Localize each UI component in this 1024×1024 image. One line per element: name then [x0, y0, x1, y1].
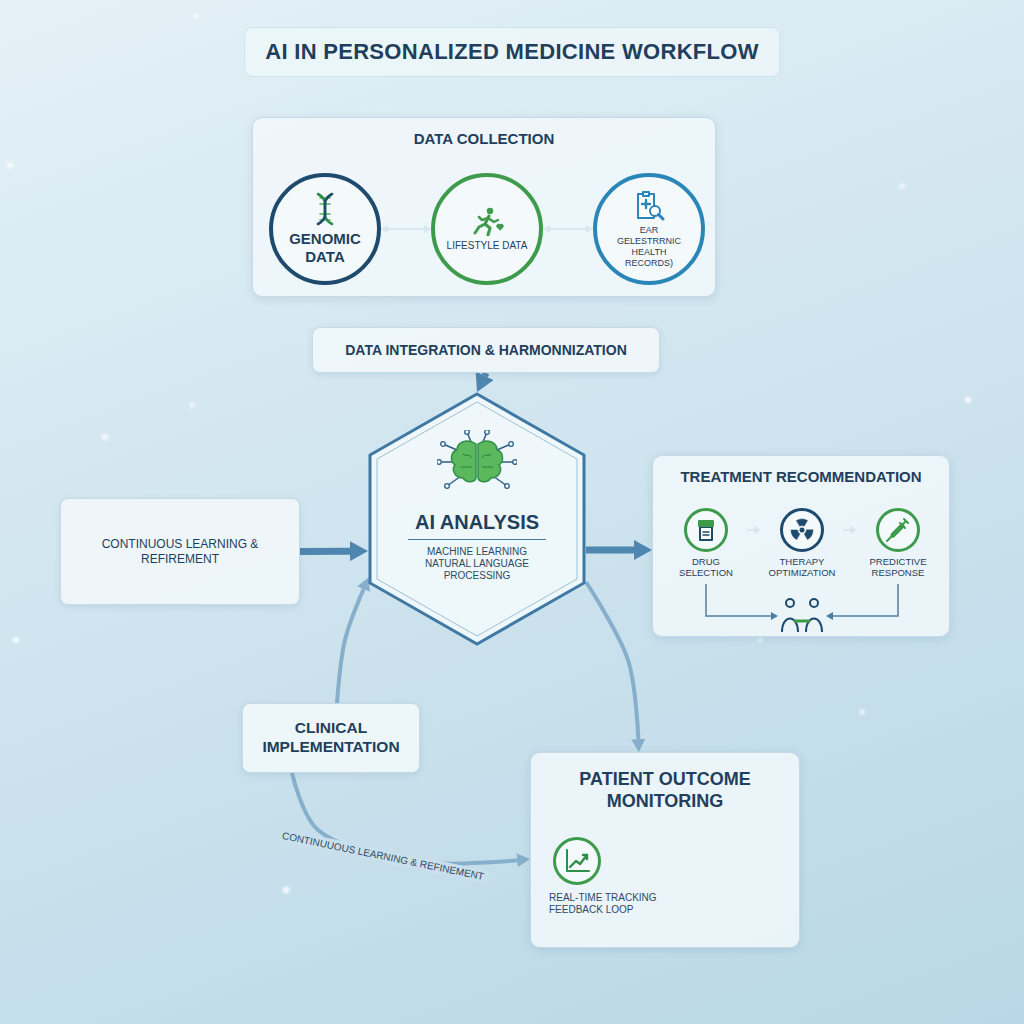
sparkle	[190, 403, 195, 408]
icon-circle	[553, 837, 601, 885]
sparkle	[194, 14, 199, 19]
node-heading: DATA COLLECTION	[253, 130, 715, 148]
flow-arrow	[586, 582, 638, 739]
sparkle	[102, 434, 108, 440]
process-box: DATA INTEGRATION & HARMONNIZATION	[312, 327, 660, 373]
icon-dot	[487, 208, 493, 214]
node-heading: EAR GELESTRRNIC HEALTH RECORDS)	[609, 225, 689, 268]
circuit-node	[509, 442, 514, 447]
edge-label: CONTINUUOUS LEARNING & REFINEMENT	[277, 828, 489, 884]
treatment-step: PREDICTIVE RESPONSE	[857, 508, 939, 579]
icon-stroke	[642, 200, 650, 208]
icon-stroke	[703, 532, 709, 535]
node-heading: DATA INTEGRATION & HARMONNIZATION	[345, 342, 627, 359]
icon-stroke	[900, 519, 908, 528]
hexagon-shape	[370, 394, 584, 644]
data-source-circle: LIFESTYLE DATA	[431, 173, 543, 285]
node-heading: PATIENT OUTCOME MONITORING	[549, 769, 781, 812]
group-panel: TREATMENT RECOMMENDATION DRUG SELECTION TH…	[652, 455, 950, 637]
icon-stroke	[570, 855, 587, 867]
brain-lobe	[451, 441, 476, 482]
ehr-icon	[633, 189, 665, 221]
dna-icon	[310, 192, 340, 226]
circuit-node	[445, 484, 450, 489]
rad-icon	[789, 517, 815, 543]
node-heading: CONTINUOUS LEARNING & REFIREMENT	[73, 537, 287, 566]
icon-stroke	[488, 218, 498, 222]
icon-circle	[684, 508, 728, 552]
process-box: CONTINUOUS LEARNING & REFIREMENT	[60, 498, 300, 605]
brain-fold	[461, 454, 493, 468]
icon-stroke	[699, 521, 713, 526]
circuit-node	[505, 484, 510, 489]
icon-stroke	[887, 534, 894, 541]
analysis-hexagon: AI ANALYSIS MACHINE LEARNING NATURAL LANG…	[368, 392, 586, 646]
icon-stroke	[700, 527, 712, 540]
icon-stroke	[659, 215, 664, 220]
circuit-node	[513, 460, 517, 465]
circuit-node	[485, 430, 490, 434]
brain-lobe	[478, 441, 503, 482]
icon-stroke	[497, 224, 504, 230]
sparkle	[900, 184, 905, 189]
node-heading: PREDICTIVE RESPONSE	[857, 556, 939, 579]
icon-stroke	[797, 519, 808, 526]
circuit-node	[465, 430, 470, 434]
pill-icon	[694, 518, 718, 542]
node-heading: DRUG SELECTION	[665, 556, 747, 579]
icon-stroke	[643, 192, 649, 196]
hexagon-inner	[377, 402, 577, 636]
circuit-node	[441, 442, 446, 447]
node-heading: THERAPY OPTIMIZATION	[761, 556, 843, 579]
flow-arrow	[337, 589, 364, 703]
data-source-circle: EAR GELESTRRNIC HEALTH RECORDS)	[593, 173, 705, 285]
sparkle	[860, 710, 865, 715]
node-heading: CLINICAL IMPLEMENTATION	[255, 719, 407, 756]
sparkle	[758, 638, 762, 642]
icon-stroke	[475, 224, 485, 233]
run-icon	[469, 206, 505, 236]
leader-arrow	[706, 584, 771, 616]
node-heading: LIFESTYLE DATA	[445, 240, 529, 252]
flow-arrow	[300, 548, 350, 555]
node-body: MACHINE LEARNING NATURAL LANGUAGE PROCES…	[416, 546, 538, 582]
data-source-circle: GENOMIC DATA	[269, 173, 381, 285]
sparkle	[7, 162, 13, 168]
sparkle	[13, 637, 19, 643]
icon-stroke	[583, 855, 587, 859]
icon-circle	[876, 508, 920, 552]
monitoring-panel: PATIENT OUTCOME MONITORING REAL-TIME TRAC…	[530, 752, 800, 948]
icon-stroke	[804, 530, 813, 540]
icon-stroke	[791, 530, 800, 540]
leader-arrow	[833, 584, 898, 616]
icon-circle	[780, 508, 824, 552]
node-body: REAL-TIME TRACKING FEEDBACK LOOP	[549, 892, 674, 916]
treatment-step: THERAPY OPTIMIZATION	[761, 508, 843, 579]
icon-stroke	[318, 194, 332, 224]
flow-arrow	[586, 547, 634, 554]
title: AI IN PERSONALIZED MEDICINE WORKFLOW	[244, 27, 780, 77]
sparkle	[965, 397, 971, 403]
node-heading: GENOMIC DATA	[283, 230, 367, 266]
process-box: CLINICAL IMPLEMENTATION	[242, 703, 420, 773]
chart-icon	[562, 846, 592, 876]
treatment-step: DRUG SELECTION	[665, 508, 747, 579]
person-head	[786, 599, 794, 607]
icon-stroke	[479, 217, 488, 220]
group-panel: DATA COLLECTION GENOMIC DATA LIFESTYLE DAT…	[252, 117, 716, 297]
person-body	[782, 619, 822, 633]
sparkle	[283, 887, 290, 894]
icon-stroke	[318, 194, 332, 224]
handshake	[795, 620, 809, 623]
syr-icon	[885, 517, 911, 543]
circuit-node	[437, 460, 441, 465]
icon-stroke	[567, 850, 589, 871]
brain-icon	[437, 430, 517, 494]
icon-dot	[800, 528, 805, 533]
node-heading: AI ANALYSIS	[408, 510, 546, 540]
node-heading: TREATMENT RECOMMENDATION	[653, 468, 949, 486]
flow-arrow	[485, 373, 486, 376]
person-head	[810, 599, 818, 607]
